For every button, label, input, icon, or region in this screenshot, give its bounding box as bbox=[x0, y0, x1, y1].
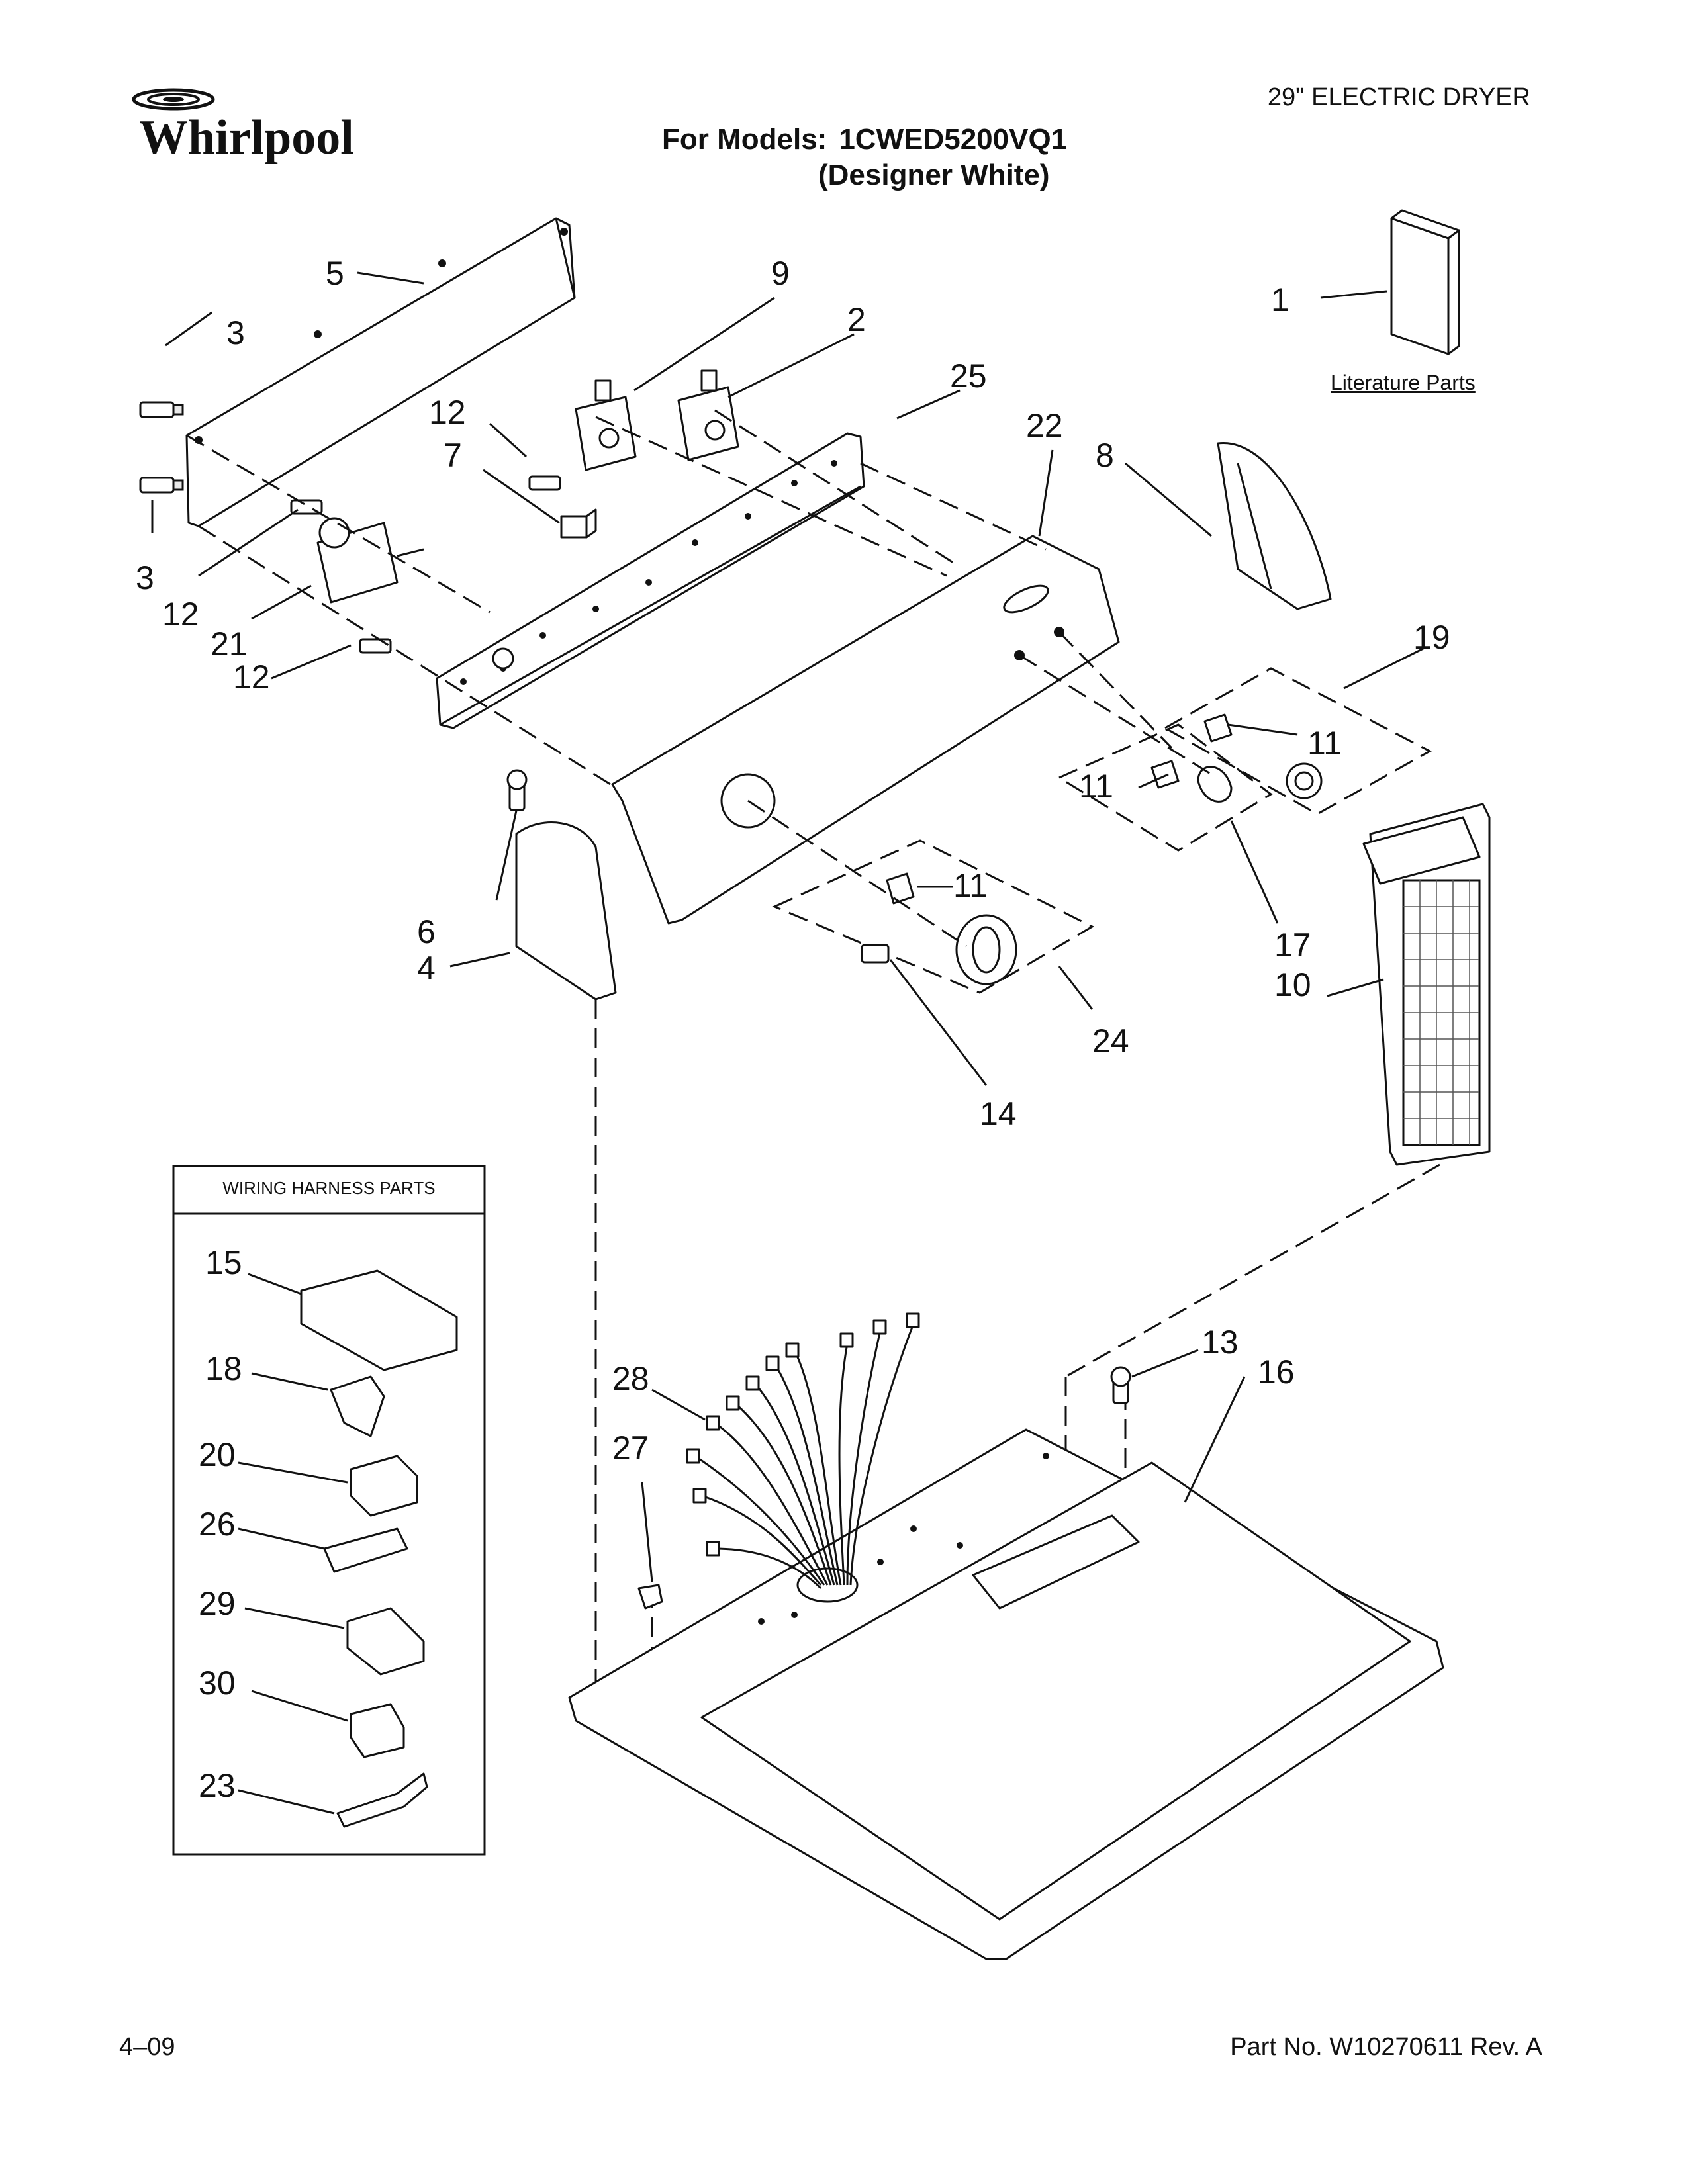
wiring-harness bbox=[686, 1312, 920, 1590]
callout-labels: 5 3 3 3 12 7 12 21 12 9 2 25 22 8 19 11 … bbox=[136, 255, 1450, 1804]
callout-27: 27 bbox=[612, 1430, 649, 1467]
model-number: 1CWED5200VQ1 bbox=[839, 123, 1068, 156]
harness-part-30 bbox=[350, 1703, 405, 1758]
footer-part-number: Part No. W10270611 Rev. A bbox=[1230, 2033, 1542, 2061]
callout-4: 4 bbox=[417, 950, 436, 987]
literature-parts-label: Literature Parts bbox=[1331, 371, 1476, 394]
callout-24: 24 bbox=[1092, 1023, 1129, 1060]
switch-2 bbox=[677, 369, 739, 461]
callout-22: 22 bbox=[1026, 407, 1063, 444]
lint-screen bbox=[1362, 803, 1491, 1166]
harness-callout-26: 26 bbox=[199, 1506, 236, 1543]
callout-12-lower: 12 bbox=[233, 659, 270, 696]
screw-6 bbox=[506, 769, 528, 811]
harness-callout-20: 20 bbox=[199, 1436, 236, 1473]
callout-19: 19 bbox=[1413, 619, 1450, 656]
switch-7 bbox=[560, 508, 597, 539]
screw-12-upper bbox=[528, 475, 561, 491]
document-type: 29" ELECTRIC DRYER bbox=[1267, 83, 1530, 111]
harness-part-29 bbox=[346, 1607, 425, 1676]
callout-2: 2 bbox=[847, 301, 866, 338]
harness-callout-18: 18 bbox=[205, 1350, 242, 1387]
callout-5: 5 bbox=[326, 255, 344, 292]
footer-date: 4–09 bbox=[119, 2033, 175, 2061]
harness-part-15 bbox=[300, 1269, 458, 1371]
callout-13: 13 bbox=[1201, 1324, 1239, 1361]
console-rear-panel bbox=[185, 217, 576, 527]
dryer-top-panel bbox=[568, 1428, 1444, 1960]
callout-14: 14 bbox=[980, 1095, 1017, 1132]
callout-8: 8 bbox=[1096, 437, 1114, 474]
models-line: For Models: 1CWED5200VQ1 bbox=[662, 123, 1067, 156]
button-19-assembly bbox=[1162, 667, 1432, 815]
logo-text: Whirlpool bbox=[139, 111, 354, 165]
callout-1: 1 bbox=[1271, 281, 1289, 318]
callout-12-upper: 12 bbox=[429, 394, 466, 431]
harness-part-26 bbox=[323, 1527, 408, 1573]
console-end-cap-right bbox=[1217, 442, 1332, 610]
callout-10: 10 bbox=[1274, 966, 1311, 1003]
screw-13 bbox=[1110, 1366, 1131, 1404]
callout-11-middle: 11 bbox=[1079, 768, 1113, 805]
leader-lines bbox=[151, 271, 1424, 1815]
callout-3-top: 3 bbox=[226, 314, 245, 351]
callout-6: 6 bbox=[417, 913, 436, 950]
screw-3-top bbox=[139, 401, 184, 418]
screw-12-lower bbox=[359, 638, 392, 654]
harness-callout-15: 15 bbox=[205, 1244, 242, 1281]
harness-callout-30: 30 bbox=[199, 1664, 236, 1702]
callout-11-left: 11 bbox=[953, 867, 988, 904]
timer-knob-assembly bbox=[772, 839, 1095, 994]
harness-callout-23: 23 bbox=[199, 1767, 236, 1804]
switch-9 bbox=[575, 379, 637, 471]
callout-11-right: 11 bbox=[1307, 725, 1342, 762]
console-end-cap-left bbox=[515, 821, 617, 1001]
whirlpool-logo: Whirlpool bbox=[132, 88, 354, 165]
callout-12-middle: 12 bbox=[162, 596, 199, 633]
harness-part-20 bbox=[350, 1455, 418, 1517]
callout-16: 16 bbox=[1258, 1353, 1295, 1390]
callout-7: 7 bbox=[444, 437, 462, 474]
literature-parts bbox=[1390, 209, 1460, 355]
wiring-harness-parts-box bbox=[172, 1165, 486, 1856]
wiring-harness-title: WIRING HARNESS PARTS bbox=[222, 1178, 436, 1198]
callout-17: 17 bbox=[1274, 927, 1311, 964]
clip-27 bbox=[637, 1584, 663, 1610]
models-label: For Models: bbox=[662, 123, 827, 156]
model-color: (Designer White) bbox=[818, 159, 1050, 191]
screw-3-bottom bbox=[139, 477, 184, 494]
knob-17-assembly bbox=[1056, 723, 1273, 852]
screw-14 bbox=[861, 944, 890, 964]
timer bbox=[316, 517, 424, 604]
harness-part-18 bbox=[330, 1375, 385, 1437]
callout-9: 9 bbox=[771, 255, 790, 292]
harness-callout-29: 29 bbox=[199, 1585, 236, 1622]
callout-28: 28 bbox=[612, 1360, 649, 1397]
harness-part-23 bbox=[336, 1772, 428, 1828]
callout-25: 25 bbox=[950, 357, 987, 394]
control-mounting-bracket bbox=[436, 432, 865, 729]
callout-21: 21 bbox=[211, 625, 248, 662]
callout-3-bottom: 3 bbox=[136, 559, 154, 596]
